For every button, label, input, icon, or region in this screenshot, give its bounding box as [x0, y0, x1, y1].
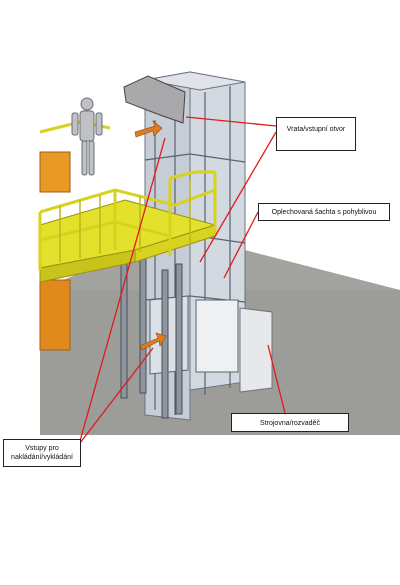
callout-machine-room: Strojovna/rozvaděč: [231, 413, 349, 432]
callout-loading-entries: Vstupy pro nakládání/vykládání: [3, 439, 81, 467]
columns: [120, 254, 183, 419]
shaft-top: [144, 71, 246, 91]
top-door: [123, 75, 186, 124]
callout-machine-text: Strojovna/rozvaděč: [260, 420, 320, 427]
gate-arrow: [134, 120, 163, 138]
railing-posts: [59, 180, 191, 262]
worker-figure: [71, 97, 103, 176]
callout-gate-text: Vrata/vstupní otvor: [286, 126, 346, 133]
callout-loading-text: Vstupy pro nakládání/vykládání: [11, 445, 73, 461]
callout-shaft-text: Oplechovaná šachta s pohyblivou: [271, 209, 377, 216]
machine-box: [239, 307, 273, 393]
callout-sheathed-shaft: Oplechovaná šachta s pohyblivou: [258, 203, 390, 221]
orange-block-upper: [39, 151, 71, 193]
leader-lines: [79, 116, 286, 444]
callout-gate-entrance: Vrata/vstupní otvor: [276, 117, 356, 151]
lower-door-panel: [195, 299, 239, 373]
loading-arrow: [139, 332, 167, 351]
orange-block-lower: [39, 279, 71, 351]
